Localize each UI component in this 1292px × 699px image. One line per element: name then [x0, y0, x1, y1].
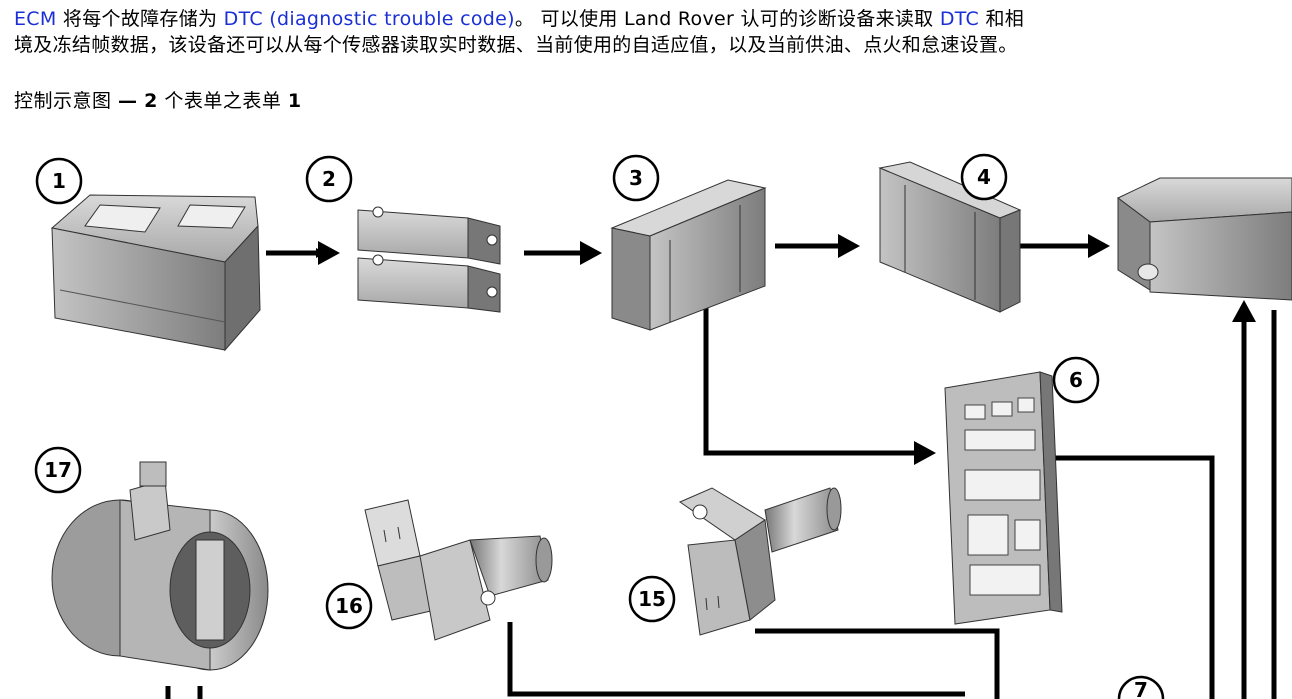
- crankshaft-position-sensor: [364, 499, 553, 641]
- svg-text:16: 16: [335, 594, 363, 618]
- svg-text:1: 1: [52, 169, 66, 193]
- mass-air-flow-sensor: [51, 461, 269, 671]
- arrowhead-3-6: [914, 441, 936, 465]
- svg-text:3: 3: [629, 166, 643, 190]
- intro-text-3: 。 可以使用 Land Rover 认可的诊断设备来读取: [514, 8, 940, 30]
- line-6-out: [1050, 455, 1215, 699]
- line-3-to-6: [703, 300, 915, 456]
- control-module-4: [878, 161, 1022, 313]
- line-16-out: [507, 622, 965, 697]
- callout-1: 1: [35, 157, 83, 205]
- intro-line-1: ECM 将每个故障存储为 DTC (diagnostic trouble cod…: [14, 6, 1292, 32]
- intro-text-1: 将每个故障存储为: [56, 8, 224, 30]
- engine-control-module: [1117, 177, 1292, 301]
- svg-text:7: 7: [1134, 678, 1148, 699]
- intro-text: ECM 将每个故障存储为 DTC (diagnostic trouble cod…: [14, 6, 1292, 58]
- intro-link-2[interactable]: DTC (diagnostic trouble code): [223, 8, 515, 30]
- fuse-link-component: [357, 206, 501, 313]
- svg-text:4: 4: [977, 165, 991, 189]
- arrowhead-4-5: [1088, 234, 1110, 258]
- caption-page: 1: [287, 90, 302, 112]
- fuse-box-component: [944, 371, 1063, 625]
- connectors: [165, 234, 1277, 699]
- callout-4: 4: [960, 153, 1008, 201]
- intro-text-5: 和相: [979, 8, 1025, 30]
- line-15-out: [755, 628, 1000, 699]
- camshaft-position-sensor: [678, 487, 842, 636]
- caption-middle: 个表单之表单: [157, 90, 288, 112]
- arrowhead-3-4: [838, 234, 860, 258]
- callout-6: 6: [1052, 356, 1100, 404]
- callout-16: 16: [325, 582, 373, 630]
- intro-link-4[interactable]: DTC: [939, 8, 980, 30]
- arrowhead-1-2: [318, 241, 340, 265]
- intro-line-2: 境及冻结帧数据，该设备还可以从每个传感器读取实时数据、当前使用的自适应值，以及当…: [14, 34, 1018, 56]
- arrowhead-up-5: [1232, 300, 1256, 322]
- intro-link-0[interactable]: ECM: [14, 8, 57, 30]
- callout-3: 3: [612, 154, 660, 202]
- caption-prefix: 控制示意图: [14, 90, 119, 112]
- caption-count: 2: [144, 90, 158, 112]
- callout-17: 17: [34, 446, 82, 494]
- arrowhead-2-3: [580, 241, 602, 265]
- svg-text:17: 17: [44, 458, 72, 482]
- battery-component: [50, 194, 261, 352]
- svg-text:15: 15: [638, 587, 666, 611]
- control-module-3: [610, 179, 767, 331]
- svg-text:2: 2: [322, 167, 336, 191]
- callout-7: 7: [1117, 675, 1165, 699]
- callout-2: 2: [305, 155, 353, 203]
- svg-text:6: 6: [1069, 368, 1083, 392]
- diagram-caption: 控制示意图 — 2 个表单之表单 1: [14, 88, 302, 114]
- callout-15: 15: [628, 575, 676, 623]
- caption-dash: —: [118, 90, 138, 112]
